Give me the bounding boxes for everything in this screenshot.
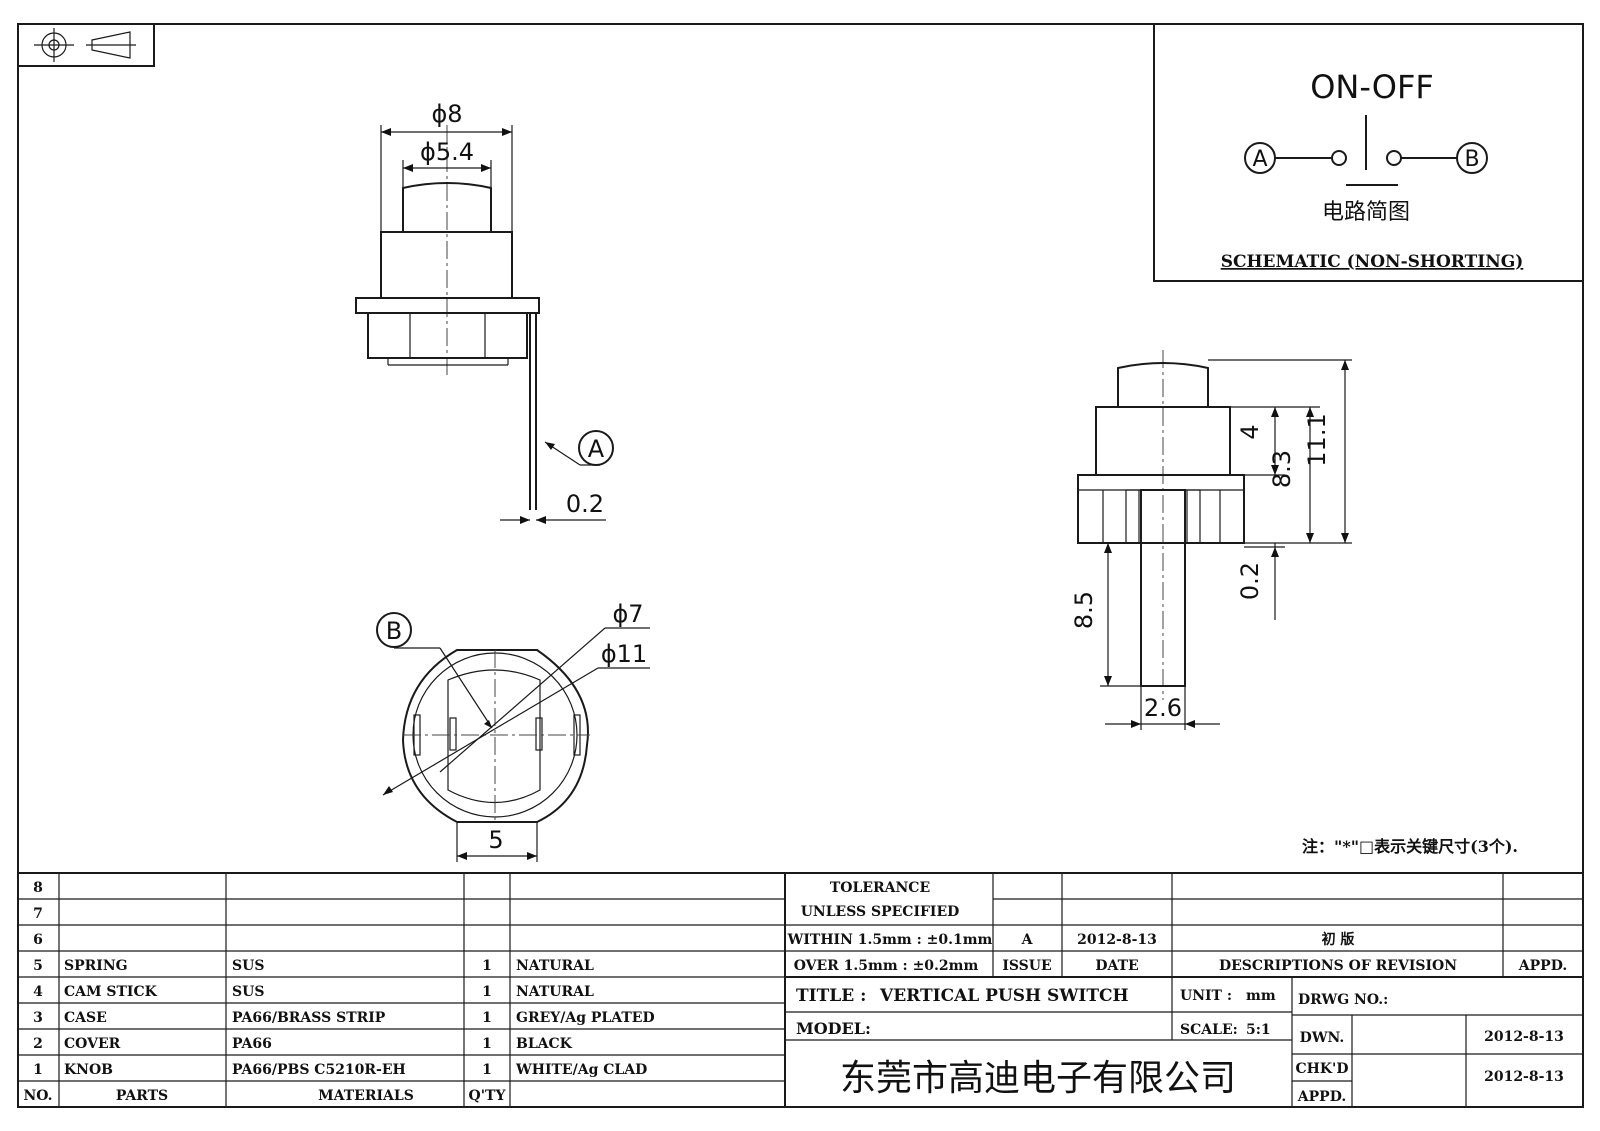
- svg-text:BLACK: BLACK: [516, 1036, 573, 1052]
- svg-text:SPRING: SPRING: [64, 958, 128, 974]
- issue-label: ISSUE: [1002, 958, 1051, 974]
- svg-text:1: 1: [482, 1010, 492, 1026]
- schematic-caption-en: SCHEMATIC (NON-SHORTING): [1221, 252, 1524, 272]
- checked-label: CHK'D: [1296, 1061, 1349, 1077]
- svg-text:2: 2: [33, 1036, 43, 1052]
- svg-text:Q'TY: Q'TY: [469, 1088, 507, 1104]
- svg-text:COVER: COVER: [64, 1036, 121, 1052]
- bom-table: 8 7 6 5 SPRING SUS 1 NATURAL 4 CAM STICK…: [23, 880, 654, 1104]
- label-a: A: [588, 435, 605, 463]
- bom-row: 6: [33, 932, 43, 948]
- approved-label: APPD.: [1297, 1089, 1346, 1105]
- title-block-grid: [18, 872, 1583, 1107]
- front-view: ϕ8 ϕ5.4 A 0.2: [355, 100, 614, 524]
- svg-text:PA66/PBS C5210R-EH: PA66/PBS C5210R-EH: [232, 1062, 406, 1078]
- dim-phi8: ϕ8: [431, 100, 462, 128]
- bom-row: 4 CAM STICK SUS 1 NATURAL: [33, 984, 594, 1000]
- terminal-a-label: A: [1252, 147, 1267, 172]
- svg-text:NATURAL: NATURAL: [516, 958, 594, 974]
- unit-label: UNIT :: [1180, 988, 1232, 1004]
- schematic-panel: ON-OFF A B 电路简图 SCHEMATIC (NON-SHORTING): [1153, 23, 1584, 282]
- scale-label: SCALE:: [1180, 1022, 1238, 1038]
- svg-text:CASE: CASE: [64, 1010, 107, 1026]
- svg-text:1: 1: [482, 984, 492, 1000]
- dim-11-1: 11.1: [1303, 413, 1331, 466]
- issue-value: A: [1021, 932, 1034, 948]
- dim-2-6: 2.6: [1144, 694, 1182, 722]
- svg-text:4: 4: [33, 984, 43, 1000]
- label-b: B: [386, 617, 402, 645]
- checked-date: 2012-8-13: [1484, 1069, 1564, 1085]
- description-label: DESCRIPTIONS OF REVISION: [1219, 958, 1457, 974]
- svg-text:NATURAL: NATURAL: [516, 984, 594, 1000]
- third-angle-projection-icon: [17, 23, 155, 67]
- schematic-title: ON-OFF: [1310, 68, 1434, 106]
- terminal-b-circle: [1456, 142, 1488, 174]
- schematic-caption-cn: 电路简图: [1322, 200, 1410, 225]
- date-label: DATE: [1095, 958, 1138, 974]
- svg-text:NO.: NO.: [23, 1088, 52, 1104]
- svg-text:1: 1: [482, 1036, 492, 1052]
- svg-text:1: 1: [482, 958, 492, 974]
- svg-text:1: 1: [33, 1062, 43, 1078]
- title-label: TITLE :: [796, 986, 866, 1006]
- tolerance-line-2: UNLESS SPECIFIED: [801, 904, 960, 920]
- drawing-number-label: DRWG NO.:: [1298, 992, 1388, 1008]
- key-dimension-note: 注："*"□表示关键尺寸(3个).: [1302, 837, 1518, 856]
- appd-label: APPD.: [1518, 958, 1567, 974]
- dim-pin-0-2: 0.2: [566, 490, 604, 518]
- revision-description: 初 版: [1322, 931, 1355, 948]
- svg-text:5: 5: [33, 958, 43, 974]
- svg-text:SUS: SUS: [232, 984, 264, 1000]
- svg-text:7: 7: [33, 906, 43, 922]
- bom-row: 1 KNOB PA66/PBS C5210R-EH 1 WHITE/Ag CLA…: [33, 1062, 647, 1078]
- model-label: MODEL:: [796, 1019, 871, 1038]
- tolerance-over: OVER 1.5mm : ±0.2mm: [794, 958, 979, 974]
- unit-value: mm: [1246, 988, 1276, 1004]
- terminal-b-label: B: [1464, 147, 1479, 172]
- dim-8-5: 8.5: [1070, 591, 1098, 629]
- bottom-view: B ϕ7 ϕ11 5: [376, 600, 650, 862]
- drawn-label: DWN.: [1300, 1030, 1345, 1046]
- dim-0-2-side: 0.2: [1236, 562, 1264, 600]
- bom-header: NO. PARTS MATERIALS Q'TY: [23, 1088, 506, 1104]
- svg-text:SUS: SUS: [232, 958, 264, 974]
- svg-text:KNOB: KNOB: [64, 1062, 113, 1078]
- svg-text:WHITE/Ag CLAD: WHITE/Ag CLAD: [515, 1062, 647, 1078]
- svg-text:GREY/Ag PLATED: GREY/Ag PLATED: [516, 1010, 655, 1026]
- dim-8-3: 8.3: [1268, 450, 1296, 488]
- bom-row: 7: [33, 906, 43, 922]
- dim-phi11: ϕ11: [601, 640, 647, 668]
- dim-width-5: 5: [488, 826, 503, 854]
- svg-text:PARTS: PARTS: [116, 1088, 168, 1104]
- dim-phi7: ϕ7: [612, 600, 643, 628]
- tolerance-line-1: TOLERANCE: [830, 880, 930, 896]
- svg-text:1: 1: [482, 1062, 492, 1078]
- bom-row: 8: [33, 880, 43, 896]
- scale-value: 5:1: [1246, 1022, 1271, 1038]
- drawn-date: 2012-8-13: [1484, 1029, 1564, 1045]
- sheet-border: [17, 23, 1584, 1108]
- dim-phi5-4: ϕ5.4: [420, 138, 474, 166]
- svg-text:PA66/BRASS STRIP: PA66/BRASS STRIP: [232, 1010, 386, 1026]
- bom-row: 2 COVER PA66 1 BLACK: [33, 1036, 573, 1052]
- svg-text:6: 6: [33, 932, 43, 948]
- svg-text:CAM STICK: CAM STICK: [64, 984, 158, 1000]
- bom-row: 5 SPRING SUS 1 NATURAL: [33, 958, 594, 974]
- title-value: VERTICAL PUSH SWITCH: [879, 986, 1129, 1006]
- svg-text:PA66: PA66: [232, 1036, 272, 1052]
- company-name: 东莞市高迪电子有限公司: [840, 1058, 1236, 1099]
- bom-row: 3 CASE PA66/BRASS STRIP 1 GREY/Ag PLATED: [33, 1010, 654, 1026]
- svg-text:MATERIALS: MATERIALS: [318, 1088, 414, 1104]
- title-block: TOLERANCE UNLESS SPECIFIED WITHIN 1.5mm …: [787, 880, 1568, 1105]
- svg-text:3: 3: [33, 1010, 43, 1026]
- revision-date: 2012-8-13: [1077, 932, 1157, 948]
- tolerance-within: WITHIN 1.5mm : ±0.1mm: [787, 932, 993, 948]
- side-view: 4 8.3 11.1 0.2 8.5 2.6: [1070, 350, 1352, 730]
- svg-text:8: 8: [33, 880, 43, 896]
- dim-4: 4: [1236, 424, 1264, 439]
